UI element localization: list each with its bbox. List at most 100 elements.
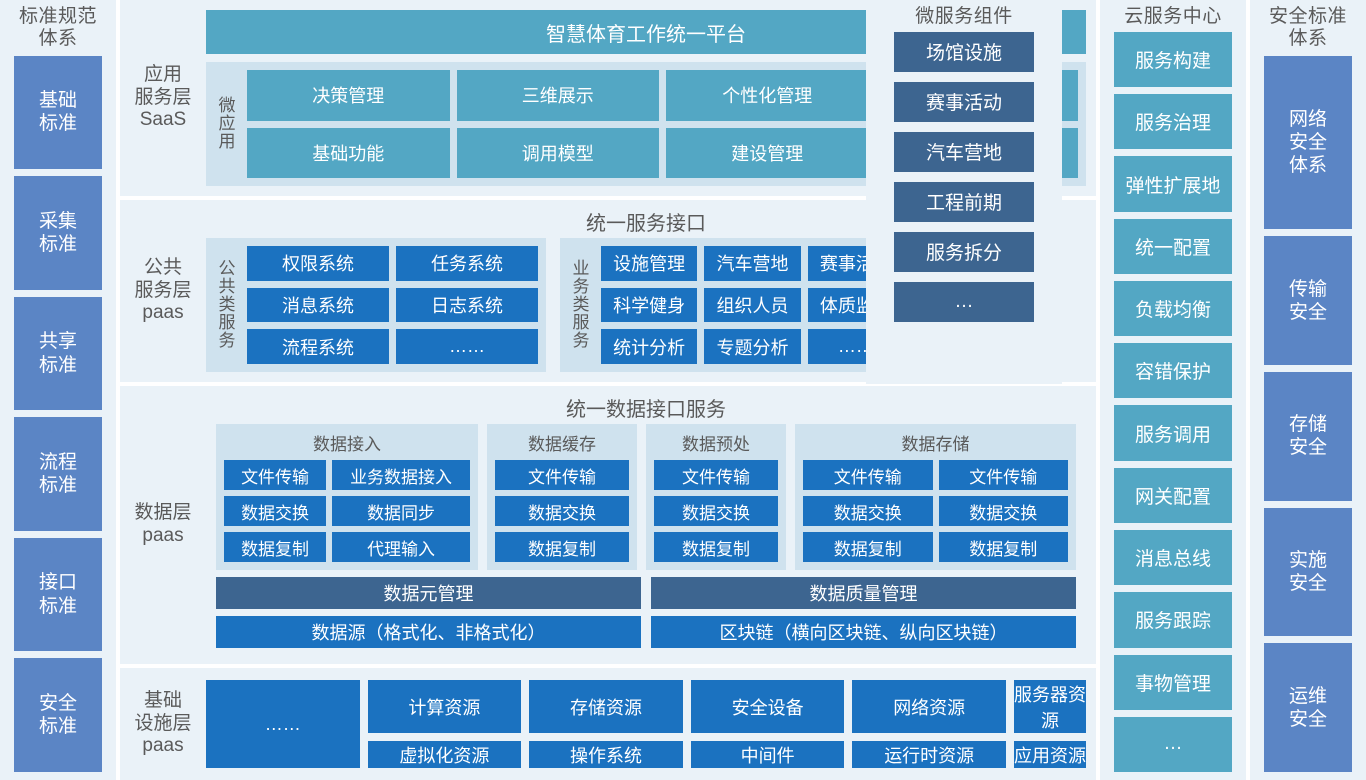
data-group-ingest-grid: 文件传输 业务数据接入 数据交换 数据同步 数据复制 代理输入 [224,460,470,562]
infra-server-resource[interactable]: 服务器资源 [1014,680,1086,733]
data-management-row: 数据元管理 数据质量管理 [206,577,1086,609]
store-file-transfer-1[interactable]: 文件传输 [803,460,933,490]
standard-item-interface[interactable]: 接口标准 [14,537,102,652]
data-layer-body: 统一数据接口服务 数据接入 文件传输 业务数据接入 数据交换 数据同步 数据复制… [206,386,1096,664]
cloud-more[interactable]: … [1114,716,1232,773]
cloud-unified-config[interactable]: 统一配置 [1114,218,1232,274]
cloud-service-tracing[interactable]: 服务跟踪 [1114,592,1232,648]
public-layer-body: 统一服务接口 公共类服务 权限系统 任务系统 消息系统 日志系统 流程系统 …… [206,200,1096,382]
right-sidebar-title-line2: 体系 [1288,27,1328,49]
micro-event-activity[interactable]: 赛事活动 [894,81,1034,122]
app-basic-function[interactable]: 基础功能 [247,127,450,178]
infra-network-resource[interactable]: 网络资源 [852,680,1006,733]
infra-application-resource[interactable]: 应用资源 [1014,741,1086,768]
micro-service-split[interactable]: 服务拆分 [894,231,1034,272]
micro-more[interactable]: … [894,281,1034,322]
standard-item-process[interactable]: 流程标准 [14,417,102,531]
standard-item-security[interactable]: 安全标准 [14,658,102,772]
data-group-preprocess: 数据预处 文件传输 数据交换 数据复制 [646,424,786,570]
service-common-more[interactable]: …… [396,329,538,364]
pre-file-transfer[interactable]: 文件传输 [654,460,778,490]
left-sidebar-title-line2: 体系 [38,27,78,49]
micro-venue-facility[interactable]: 场馆设施 [894,31,1034,72]
infra-compute-resource[interactable]: 计算资源 [367,680,522,733]
data-group-storage-title: 数据存储 [901,435,970,454]
cloud-load-balancing[interactable]: 负载均衡 [1114,280,1232,337]
metadata-management[interactable]: 数据元管理 [216,577,641,609]
cloud-message-bus[interactable]: 消息总线 [1114,529,1232,586]
service-task-system[interactable]: 任务系统 [396,246,538,281]
cloud-fault-tolerance[interactable]: 容错保护 [1114,343,1232,399]
cloud-transaction-management[interactable]: 事物管理 [1114,654,1232,710]
data-source-bar[interactable]: 数据源（格式化、非格式化） [216,616,641,648]
service-topic-analysis[interactable]: 专题分析 [704,329,801,364]
blockchain-bar[interactable]: 区块链（横向区块链、纵向区块链） [651,616,1076,648]
service-log-system[interactable]: 日志系统 [396,287,538,323]
service-rv-camp[interactable]: 汽车营地 [704,246,801,281]
data-agent-input[interactable]: 代理输入 [332,532,470,562]
cloud-gateway-config[interactable]: 网关配置 [1114,467,1232,523]
data-group-cache-grid: 文件传输 数据交换 数据复制 [495,460,629,562]
store-data-replication-1[interactable]: 数据复制 [803,532,933,562]
app-personalized-management[interactable]: 个性化管理 [666,70,869,121]
cache-file-transfer[interactable]: 文件传输 [495,460,629,490]
data-sync[interactable]: 数据同步 [332,496,470,526]
store-file-transfer-2[interactable]: 文件传输 [938,460,1068,490]
security-item-implementation[interactable]: 实施安全 [1264,507,1352,637]
infra-storage-resource[interactable]: 存储资源 [529,680,683,733]
micro-rv-camp[interactable]: 汽车营地 [894,131,1034,172]
pre-data-replication[interactable]: 数据复制 [654,532,778,562]
security-item-operation[interactable]: 运维安全 [1264,643,1352,772]
store-data-exchange-1[interactable]: 数据交换 [803,496,933,526]
cloud-elastic-scaling[interactable]: 弹性扩展地 [1114,156,1232,212]
infra-middleware[interactable]: 中间件 [690,741,845,768]
data-group-storage: 数据存储 文件传输 文件传输 数据交换 数据交换 数据复制 数据复制 [795,424,1076,570]
cloud-service-governance[interactable]: 服务治理 [1114,94,1232,150]
standard-item-basic[interactable]: 基础标准 [14,55,102,170]
service-statistical-analysis[interactable]: 统计分析 [601,329,698,364]
right-sidebar-list: 网络安全体系 传输安全 存储安全 实施安全 运维安全 [1250,50,1366,780]
common-service-vertical-label: 公共类服务 [218,259,236,350]
data-business-ingest[interactable]: 业务数据接入 [332,460,470,490]
security-item-network[interactable]: 网络安全体系 [1264,55,1352,230]
store-data-exchange-2[interactable]: 数据交换 [938,496,1068,526]
cloud-service-center-panel: 云服务中心 服务构建 服务治理 弹性扩展地 统一配置 负载均衡 容错保护 服务调… [1100,0,1246,780]
pre-data-exchange[interactable]: 数据交换 [654,496,778,526]
business-service-grid: 设施管理 汽车营地 赛事活动 科学健身 组织人员 体质监测 统计分析 专题分析 … [601,246,904,364]
left-sidebar: 标准规范 体系 基础标准 采集标准 共享标准 流程标准 接口标准 安全标准 [0,0,116,780]
store-data-replication-2[interactable]: 数据复制 [938,532,1068,562]
cloud-service-invocation[interactable]: 服务调用 [1114,405,1232,461]
app-decision-management[interactable]: 决策管理 [247,70,450,121]
microservice-list: 场馆设施 赛事活动 汽车营地 工程前期 服务拆分 … [866,28,1062,332]
security-item-transmission[interactable]: 传输安全 [1264,236,1352,366]
data-exchange[interactable]: 数据交换 [224,496,327,526]
infra-operating-system[interactable]: 操作系统 [529,741,683,768]
service-permission-system[interactable]: 权限系统 [247,246,389,281]
service-facility-management[interactable]: 设施管理 [601,246,698,281]
app-construction-management[interactable]: 建设管理 [666,127,869,178]
micro-project-preliminary[interactable]: 工程前期 [894,181,1034,222]
service-organization-personnel[interactable]: 组织人员 [704,287,801,323]
data-file-transfer[interactable]: 文件传输 [224,460,327,490]
cloud-service-build[interactable]: 服务构建 [1114,31,1232,88]
app-layer-label: 应用 服务层 SaaS [134,63,192,131]
service-message-system[interactable]: 消息系统 [247,287,389,323]
cache-data-exchange[interactable]: 数据交换 [495,496,629,526]
microservice-title: 微服务组件 [915,6,1013,27]
infra-virtualization-resource[interactable]: 虚拟化资源 [367,741,522,768]
cache-data-replication[interactable]: 数据复制 [495,532,629,562]
cloud-center-title: 云服务中心 [1124,6,1222,27]
app-3d-display[interactable]: 三维展示 [456,70,659,121]
infra-more[interactable]: …… [206,680,360,768]
infra-security-device[interactable]: 安全设备 [690,680,845,733]
standard-item-sharing[interactable]: 共享标准 [14,296,102,411]
security-item-storage[interactable]: 存储安全 [1264,372,1352,501]
micro-app-vertical-label: 微应用 [218,96,236,151]
app-call-model[interactable]: 调用模型 [456,127,659,178]
service-process-system[interactable]: 流程系统 [247,329,389,364]
data-quality-management[interactable]: 数据质量管理 [651,577,1076,609]
data-replication[interactable]: 数据复制 [224,532,327,562]
standard-item-collection[interactable]: 采集标准 [14,176,102,290]
service-scientific-fitness[interactable]: 科学健身 [601,287,698,323]
infra-runtime-resource[interactable]: 运行时资源 [852,741,1006,768]
